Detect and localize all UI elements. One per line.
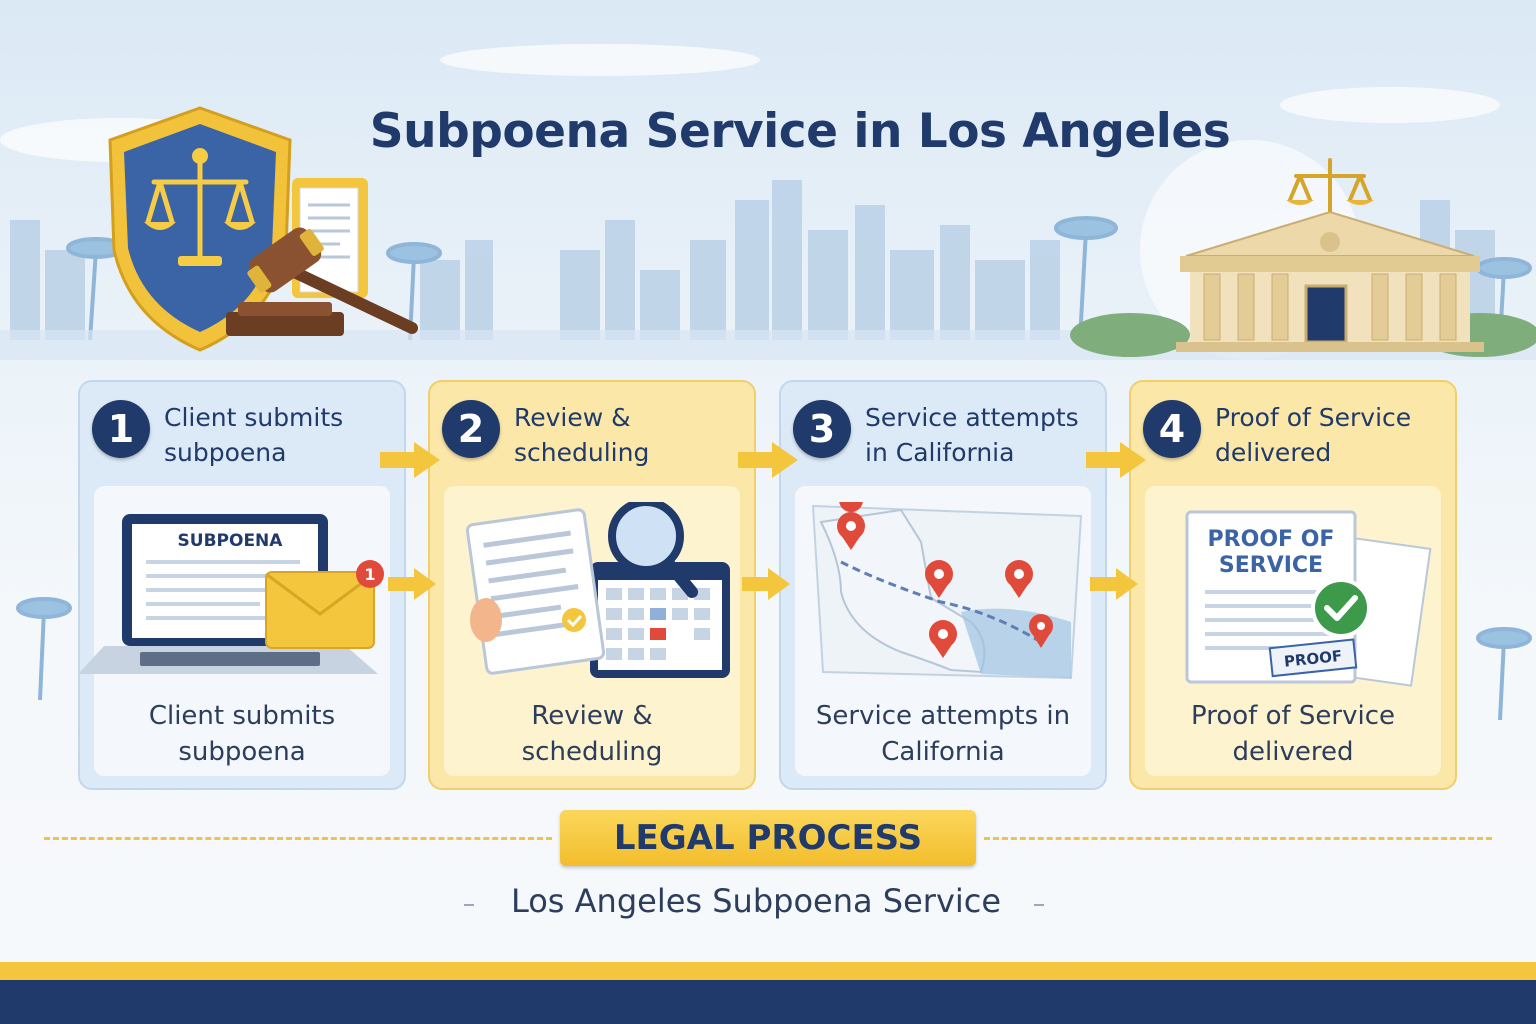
step-caption: Service attempts in California xyxy=(815,701,1071,767)
step-heading: Proof of Service delivered xyxy=(1215,403,1412,467)
step-number-badge: 4 xyxy=(1143,400,1201,458)
checkmark-icon xyxy=(1311,578,1371,638)
arrow-right-icon xyxy=(1090,568,1138,600)
footer-gold-stripe xyxy=(0,962,1536,980)
arrow-right-icon xyxy=(738,442,798,478)
page-subtitle: Los Angeles Subpoena Service xyxy=(510,882,1002,920)
arrow-right-icon xyxy=(380,442,440,478)
calendar-icon xyxy=(465,502,730,678)
step-number-badge: 2 xyxy=(442,400,500,458)
page-title: Subpoena Service in Los Angeles xyxy=(369,104,1231,159)
arrow-right-icon xyxy=(742,568,790,600)
step-caption: Review & scheduling xyxy=(521,701,663,767)
notification-count: 1 xyxy=(364,565,375,584)
arrow-right-icon xyxy=(1086,442,1146,478)
step-card-2: 2 Review & scheduling xyxy=(428,380,756,790)
courthouse-icon xyxy=(1176,158,1484,352)
legal-process-ribbon: LEGAL PROCESS xyxy=(560,810,976,866)
subtitle-rule-right xyxy=(1034,904,1044,906)
arrow-right-icon xyxy=(388,568,436,600)
step-card-4: 4 Proof of Service delivered PROOF OF SE… xyxy=(1129,380,1457,790)
step-number-badge: 1 xyxy=(92,400,150,458)
step-number-badge: 3 xyxy=(793,400,851,458)
california-map-icon xyxy=(811,502,1083,680)
subtitle-rule-left xyxy=(464,904,474,906)
step-card-3: 3 Service attempts in California Service… xyxy=(779,380,1107,790)
document-icon xyxy=(465,508,606,675)
document-label-line1: PROOF OF xyxy=(1208,527,1335,552)
step-heading: Review & scheduling xyxy=(514,403,650,467)
stamp-label: PROOF xyxy=(1283,647,1343,671)
step-caption: Client submits subpoena xyxy=(148,701,336,767)
palm-trees xyxy=(16,216,1532,721)
laptop-icon: SUBPOENA 1 xyxy=(80,514,384,674)
divider-right xyxy=(984,837,1492,840)
gavel-icon xyxy=(226,227,418,336)
folder-icon xyxy=(292,178,368,298)
shield-scales-icon xyxy=(108,106,292,352)
document-label: SUBPOENA xyxy=(178,531,284,551)
document-icon: PROOF OF SERVICE PROOF xyxy=(1185,510,1432,687)
step-card-1: 1 Client submits subpoena SUBPOENA 1 Cli… xyxy=(78,380,406,790)
document-label-line2: SERVICE xyxy=(1219,553,1323,578)
step-caption: Proof of Service delivered xyxy=(1191,701,1395,767)
divider-left xyxy=(44,837,552,840)
step-heading: Service attempts in California xyxy=(865,403,1079,467)
footer-navy-stripe xyxy=(0,980,1536,1024)
magnifier-icon xyxy=(608,502,698,598)
step-heading: Client submits subpoena xyxy=(164,403,344,467)
